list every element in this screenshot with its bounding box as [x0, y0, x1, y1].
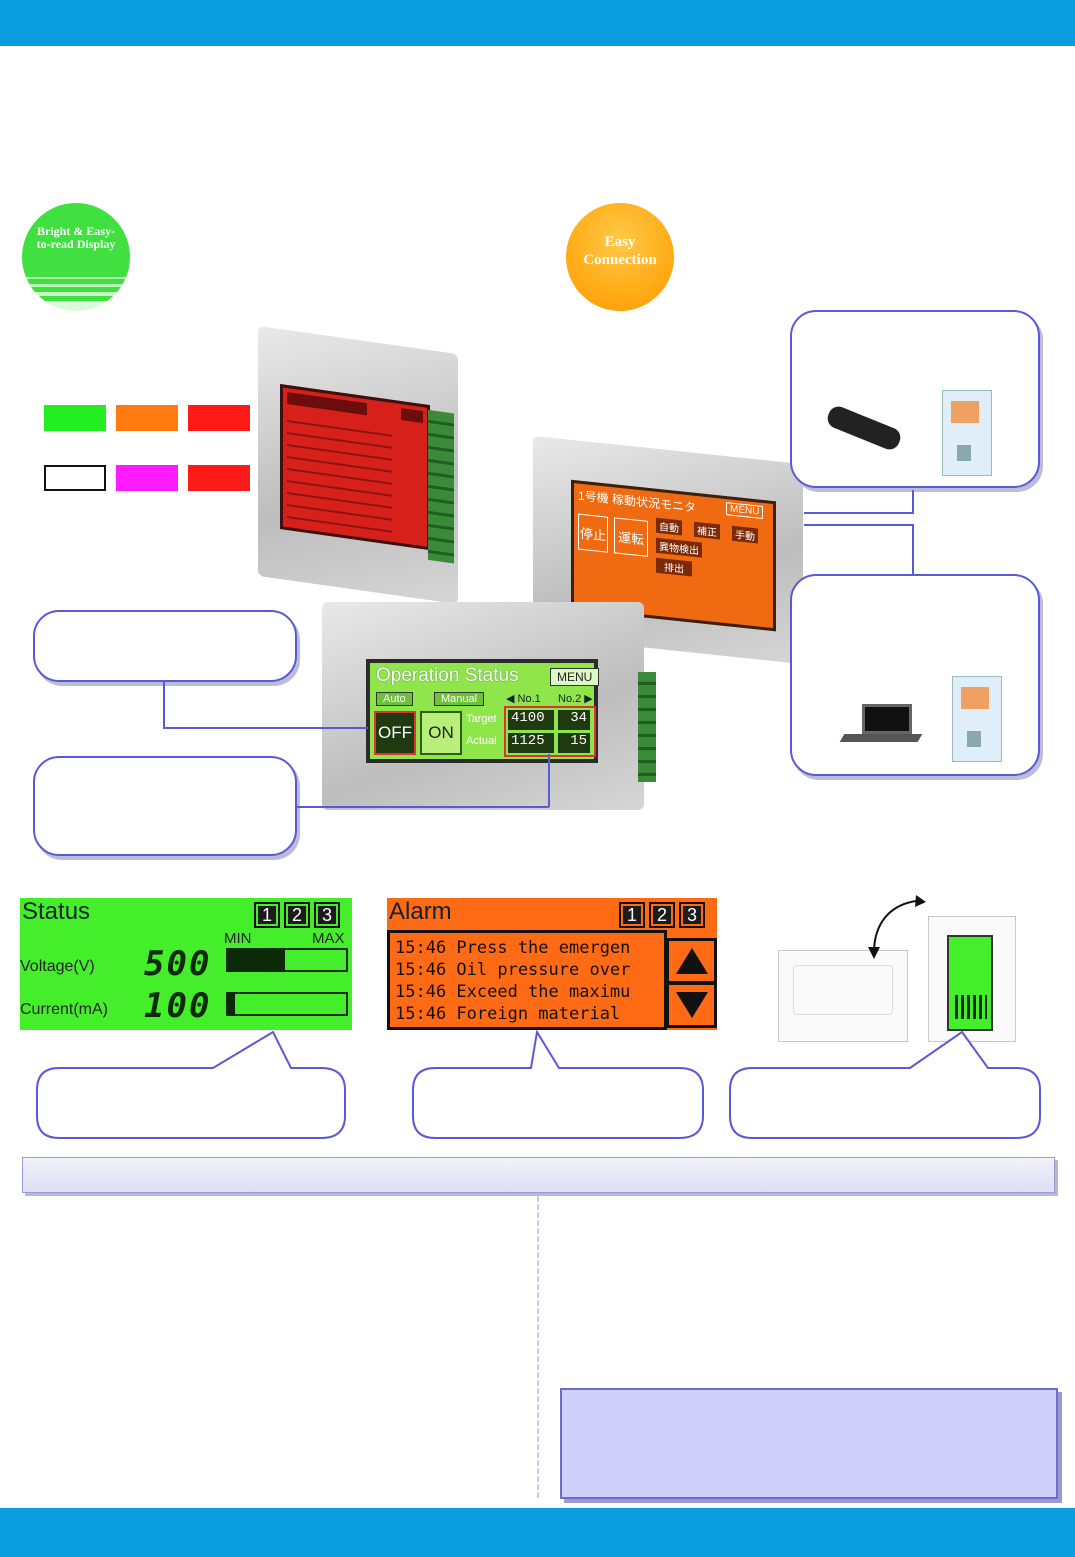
actual-small-value: 15: [558, 733, 590, 753]
operation-menu-button: MENU: [550, 668, 600, 686]
alarm-page-2: 2: [649, 902, 675, 928]
target-value: 4100: [508, 710, 554, 730]
max-label: MAX: [312, 930, 345, 947]
orange-foreign-label: 異物検出: [656, 537, 702, 558]
portrait-screen: [947, 935, 993, 1031]
target-label: Target: [466, 713, 497, 725]
actual-value: 1125: [508, 733, 554, 753]
current-label: Current(mA): [20, 1001, 109, 1018]
swatch-pink: [116, 465, 178, 491]
voltage-label: Voltage(V): [20, 958, 95, 975]
alarm-line: 15:46 Foreign material: [395, 1004, 621, 1024]
device-back-icon: [942, 390, 992, 476]
status-panel: Status 1 2 3 MIN MAX Voltage(V) 500 Curr…: [20, 898, 352, 1030]
connector-usb-v: [912, 490, 914, 514]
alarm-panel: Alarm 1 2 3 15:46 Press the emergen 15:4…: [387, 898, 717, 1030]
swatch-white: [44, 465, 106, 491]
callout-alarm: [412, 1030, 704, 1139]
current-bar: [226, 992, 348, 1016]
nav-no2: No.2 ▶: [558, 693, 593, 705]
values-highlight: [504, 706, 596, 757]
down-arrow-icon: [675, 992, 708, 1018]
tab-manual: Manual: [434, 692, 485, 706]
note-box: [560, 1388, 1058, 1499]
swatch-red: [188, 405, 250, 431]
callout-rotation: [729, 1030, 1041, 1139]
bright-display-badge-text: Bright & Easy-to-read Display: [36, 224, 116, 251]
status-page-1: 1: [254, 902, 280, 928]
alarm-line: 15:46 Exceed the maximu: [395, 982, 631, 1002]
callout-status: [36, 1030, 346, 1139]
device-back-icon-2: [952, 676, 1002, 762]
status-title: Status: [22, 898, 91, 925]
callout-usb: [790, 310, 1040, 488]
connector-laptop-v: [912, 524, 914, 574]
swatch-orange: [116, 405, 178, 431]
connector-values-h: [297, 806, 549, 808]
landscape-device: [778, 950, 908, 1042]
callout-switch: [33, 610, 297, 682]
voltage-bar-fill: [228, 950, 285, 970]
portrait-device: [928, 916, 1016, 1042]
off-button: OFF: [374, 711, 416, 755]
footer-bar: [0, 1508, 1075, 1557]
bright-display-badge: Bright & Easy-to-read Display: [22, 203, 130, 311]
orange-screen-title: 1号機 稼動状況モニタ: [578, 488, 697, 515]
scroll-up-button: [666, 938, 717, 984]
orange-hand-label: 手動: [732, 525, 758, 544]
min-label: MIN: [224, 930, 252, 947]
current-bar-fill: [228, 994, 236, 1014]
orange-run-button: 運転: [614, 517, 648, 557]
header-bar: [0, 0, 1075, 46]
swatch-green: [44, 405, 106, 431]
orange-manual-label: 補正: [694, 521, 720, 540]
alarm-line: 15:46 Press the emergen: [395, 938, 631, 958]
alarm-page-1: 1: [619, 902, 645, 928]
alarm-page-3: 3: [679, 902, 705, 928]
connector-values-v: [548, 754, 550, 807]
current-value: 100: [144, 986, 212, 1026]
laptop-icon: [862, 704, 912, 734]
alarm-list: 15:46 Press the emergen 15:46 Oil pressu…: [387, 930, 667, 1030]
orange-screen-menu: MENU: [726, 502, 764, 520]
green-display-device: Operation Status MENU Auto Manual ◀ No.1…: [322, 602, 656, 810]
on-button: ON: [420, 711, 462, 755]
usb-stick-icon: [824, 403, 904, 453]
connector-usb-h: [804, 512, 914, 514]
rotate-arrow-icon: [868, 895, 926, 959]
column-divider: [537, 1196, 539, 1498]
operation-title: Operation Status: [376, 665, 519, 686]
voltage-value: 500: [144, 944, 212, 984]
status-page-2: 2: [284, 902, 310, 928]
callout-laptop: [790, 574, 1040, 776]
operation-status-screen: Operation Status MENU Auto Manual ◀ No.1…: [366, 659, 600, 763]
tab-auto: Auto: [376, 692, 413, 706]
voltage-bar: [226, 948, 348, 972]
up-arrow-icon: [675, 948, 708, 974]
easy-connection-badge: Easy Connection: [566, 203, 674, 311]
orange-stop-button: 停止: [578, 513, 608, 553]
connector-laptop-h: [804, 524, 914, 526]
alarm-title: Alarm: [389, 898, 452, 925]
orange-auto-label: 自動: [656, 517, 682, 536]
terminal-block-2: [638, 672, 656, 782]
connector-switch-v: [163, 682, 165, 728]
target-small-value: 34: [558, 710, 590, 730]
red-display-device: [258, 325, 458, 605]
easy-connection-badge-text: Easy Connection: [583, 234, 657, 268]
connector-switch-h: [163, 727, 368, 729]
nav-no1: ◀ No.1: [506, 693, 541, 705]
actual-label: Actual: [466, 735, 497, 747]
alarm-line: 15:46 Oil pressure over: [395, 960, 631, 980]
orange-eject-label: 排出: [656, 557, 692, 577]
scroll-down-button: [666, 982, 717, 1028]
red-screen: [280, 384, 430, 551]
swatch-red-2: [188, 465, 250, 491]
status-page-3: 3: [314, 902, 340, 928]
section-header-bar: [22, 1157, 1055, 1193]
terminal-block: [428, 409, 454, 564]
callout-values: [33, 756, 297, 856]
